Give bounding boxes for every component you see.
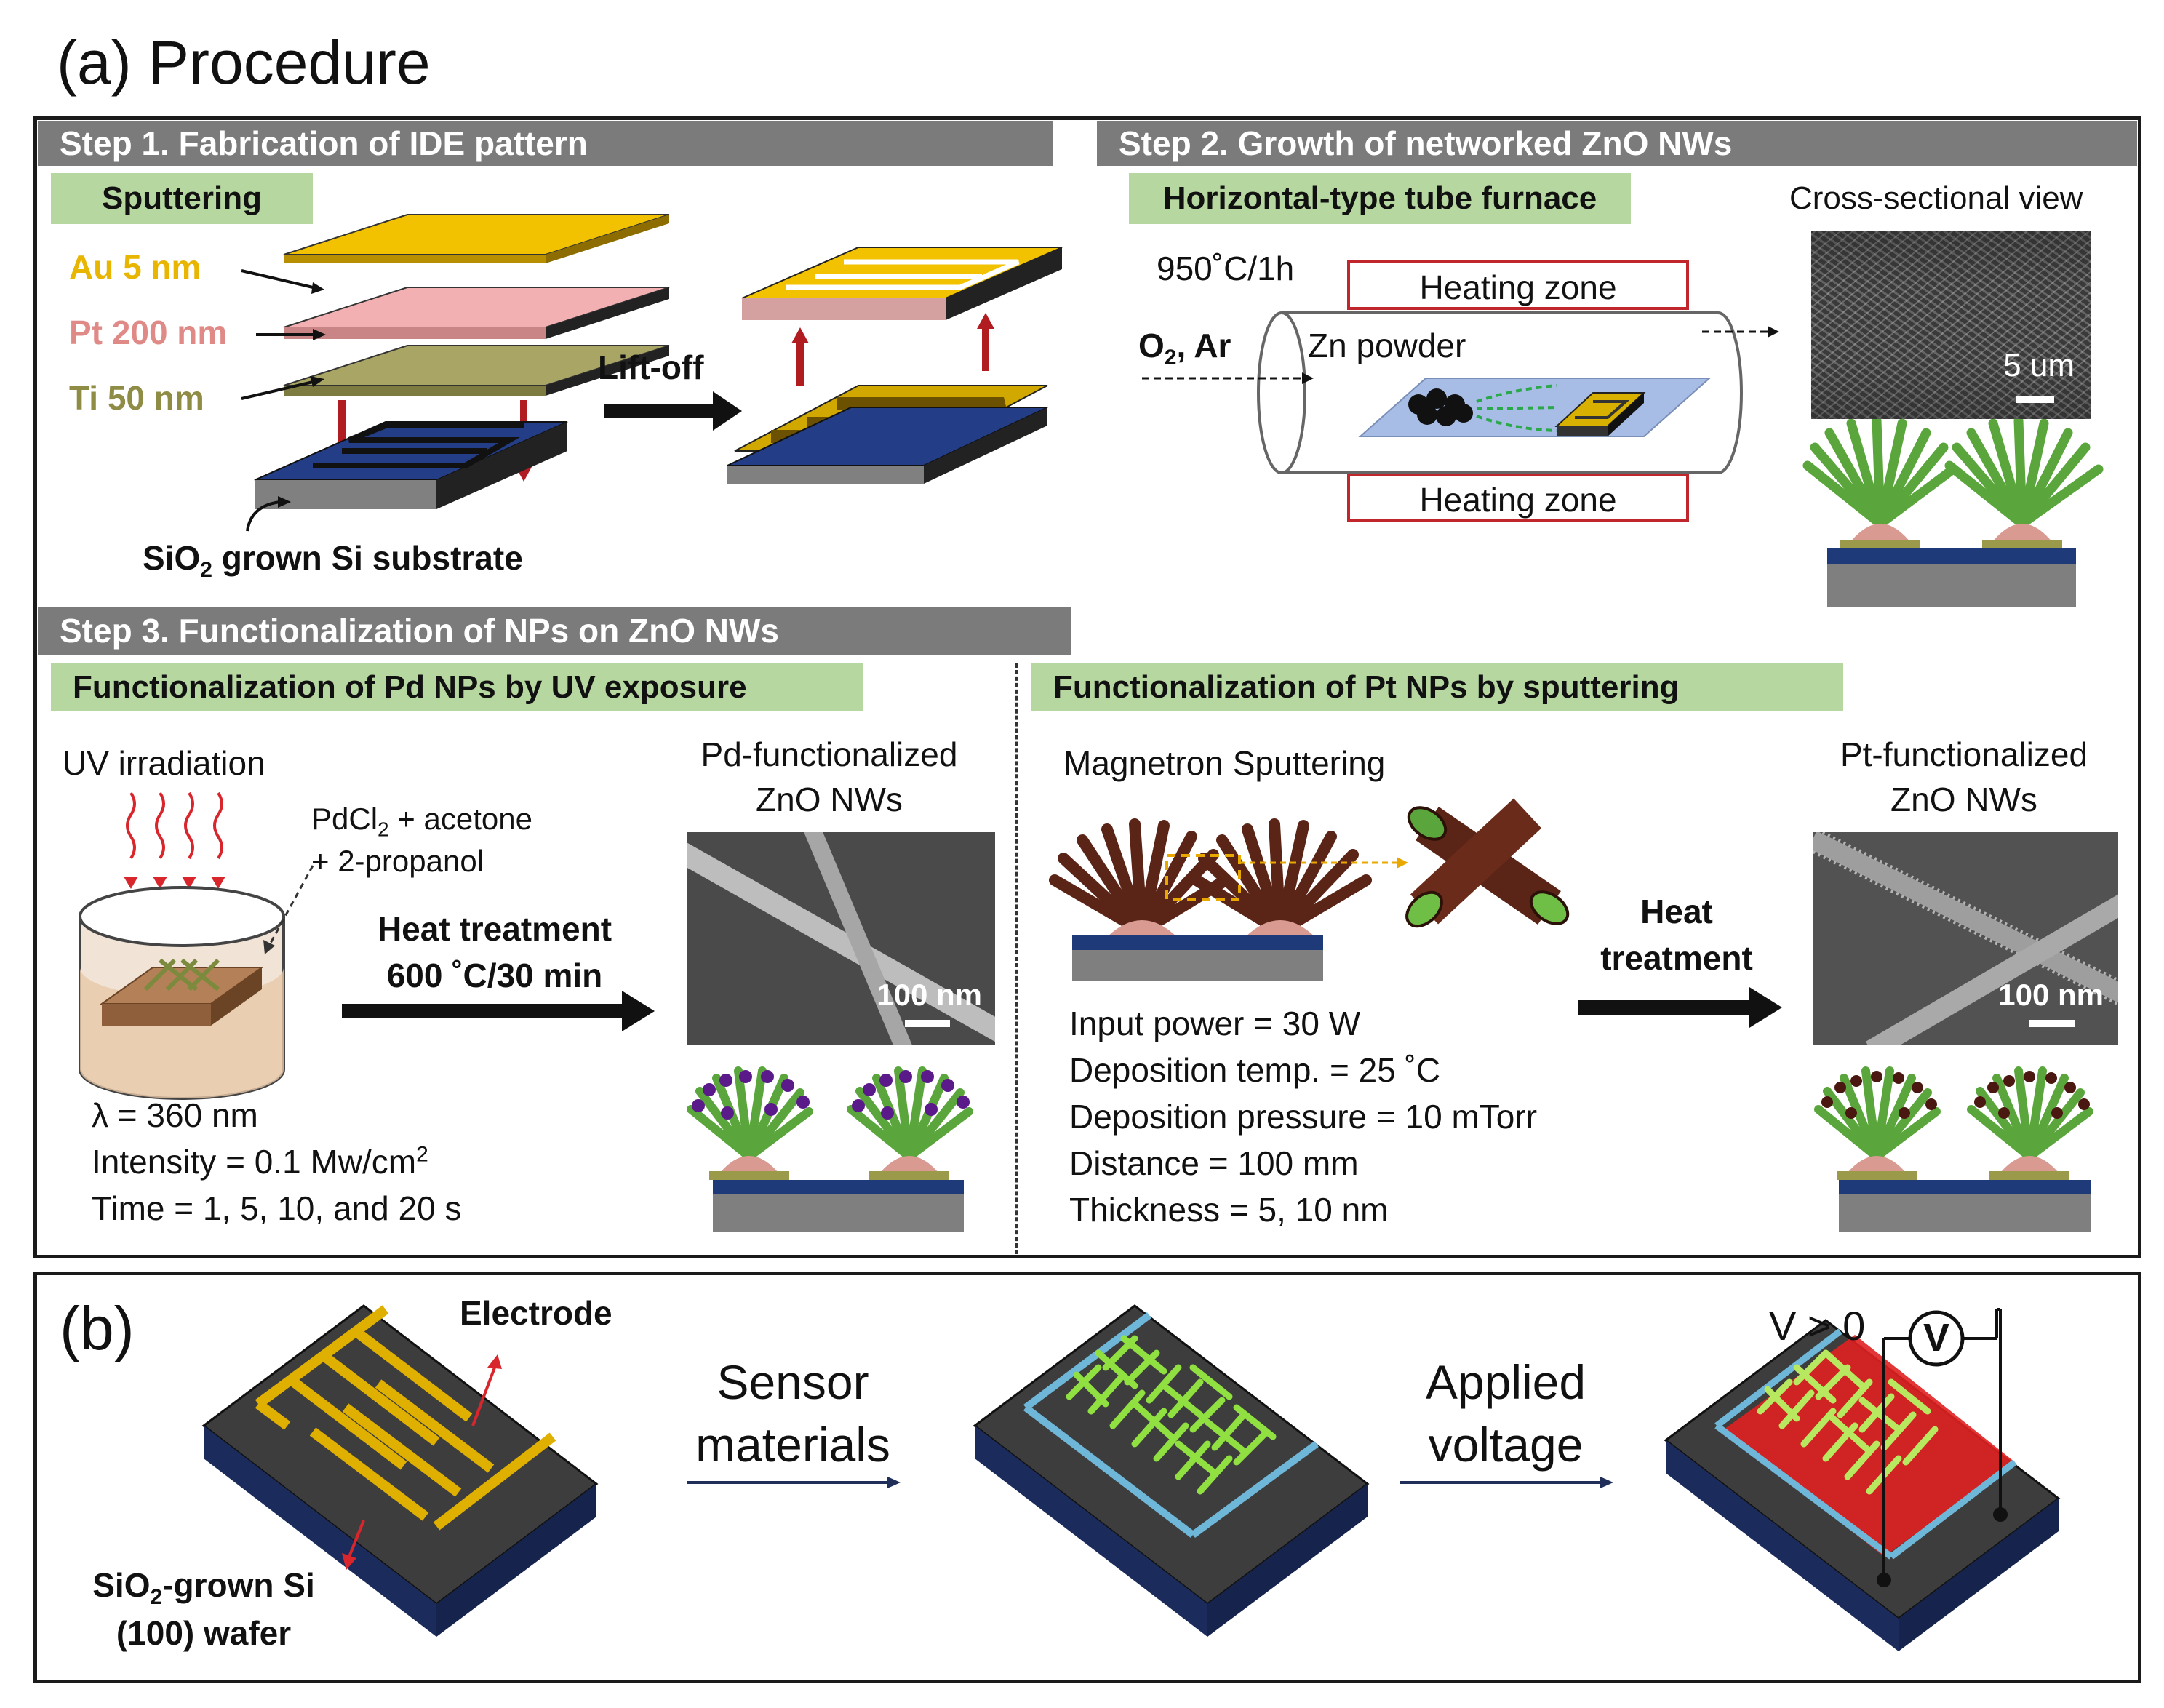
cross-section-sem-image: 5 um xyxy=(1811,231,2091,419)
uv-beaker-illustration xyxy=(79,791,655,1100)
panel-b-title: (b) xyxy=(60,1294,135,1362)
pt-param-pressure: Deposition pressure = 10 mTorr xyxy=(1069,1098,1538,1136)
pd-param-intensity: Intensity = 0.1 Mw/cm2 xyxy=(92,1142,428,1181)
uv-irradiation-label: UV irradiation xyxy=(63,744,265,782)
pt-heat-line2: treatment xyxy=(1600,939,1753,977)
gas-label: O2, Ar xyxy=(1138,327,1231,370)
zn-powder-label: Zn powder xyxy=(1308,327,1466,364)
substrate-label: SiO2 grown Si substrate xyxy=(143,539,523,583)
pd-result-line1: Pd-functionalized xyxy=(700,735,958,773)
furnace-condition: 950˚C/1h xyxy=(1157,250,1295,287)
wafer-label-line1: SiO2-grown Si xyxy=(92,1566,315,1610)
pd-param-lambda: λ = 360 nm xyxy=(92,1096,258,1134)
pd-solution-line1: PdCl2 + acetone xyxy=(311,802,532,841)
pt-result-line2: ZnO NWs xyxy=(1890,781,2037,818)
pt-sem-image: 100 nm xyxy=(1813,832,2118,1045)
voltage-condition-label: V > 0 xyxy=(1769,1303,1866,1349)
step1-header: Step 1. Fabrication of IDE pattern xyxy=(38,121,1053,166)
arrow2-label-line2: voltage xyxy=(1428,1418,1584,1472)
heating-zone-top: Heating zone xyxy=(1347,260,1689,310)
device3-nanowires xyxy=(1757,1349,1939,1495)
arrow1-label-line1: Sensor xyxy=(716,1355,869,1409)
pd-result-line2: ZnO NWs xyxy=(756,781,903,818)
zno-nanowire-schematic xyxy=(1802,415,2104,529)
cross-section-label: Cross-sectional view xyxy=(1789,180,2083,216)
crossed-nanowire-rods xyxy=(1405,798,1570,928)
cross-section-scale-bar xyxy=(2016,396,2054,403)
pt-sem-scale-bar xyxy=(2029,1020,2075,1027)
pt-param-distance: Distance = 100 mm xyxy=(1069,1144,1359,1182)
voltmeter-symbol: V xyxy=(1923,1316,1950,1360)
magnetron-illustration xyxy=(1049,798,2093,1232)
arrow1-label-line2: materials xyxy=(695,1418,890,1472)
au-layer-label: Au 5 nm xyxy=(69,248,201,286)
pd-sem-scale-bar xyxy=(905,1020,950,1027)
tube-furnace-illustration xyxy=(1142,311,2104,607)
tube-furnace-label: Horizontal-type tube furnace xyxy=(1129,173,1631,224)
magnetron-label: Magnetron Sputtering xyxy=(1063,744,1386,782)
pt-heat-line1: Heat xyxy=(1640,893,1713,930)
step1-layer-stack-illustration xyxy=(241,214,1063,532)
panel-b-frame xyxy=(33,1272,2141,1683)
pt-method-label: Functionalization of Pt NPs by sputterin… xyxy=(1031,663,1843,711)
panel-a-title: (a) Procedure xyxy=(57,28,431,97)
device2-nanowires xyxy=(1066,1335,1277,1495)
pt-param-temp: Deposition temp. = 25 ˚C xyxy=(1069,1051,1441,1089)
pd-param-time: Time = 1, 5, 10, and 20 s xyxy=(92,1189,462,1227)
pt-param-power: Input power = 30 W xyxy=(1069,1005,1361,1042)
pd-sem-scale-label: 100 nm xyxy=(877,978,982,1012)
wafer-label-line2: (100) wafer xyxy=(116,1614,292,1652)
cross-section-scale-label: 5 um xyxy=(2003,348,2075,383)
pd-heat-line1: Heat treatment xyxy=(377,910,612,948)
pd-sem-image: 100 nm xyxy=(687,832,995,1045)
pd-heat-line2: 600 ˚C/30 min xyxy=(386,957,603,994)
pd-np-schematic xyxy=(687,1066,973,1232)
pt-param-thickness: Thickness = 5, 10 nm xyxy=(1069,1191,1389,1229)
sputtering-label: Sputtering xyxy=(51,173,313,224)
heated-region xyxy=(1724,1335,2015,1557)
heating-zone-bottom: Heating zone xyxy=(1347,473,1689,522)
step3-divider xyxy=(1015,663,1018,1254)
pd-method-label: Functionalization of Pd NPs by UV exposu… xyxy=(51,663,863,711)
pt-layer-label: Pt 200 nm xyxy=(69,314,228,351)
arrow2-label-line1: Applied xyxy=(1425,1355,1586,1409)
pd-solution-line2: + 2-propanol xyxy=(311,844,484,878)
panel-a-frame xyxy=(33,116,2141,1258)
pt-result-line1: Pt-functionalized xyxy=(1840,735,2088,773)
pt-sem-scale-label: 100 nm xyxy=(1998,978,2104,1012)
step3-header: Step 3. Functionalization of NPs on ZnO … xyxy=(38,607,1071,655)
lift-off-label: Lift-off xyxy=(598,348,704,386)
electrode-label: Electrode xyxy=(460,1294,612,1332)
step2-header: Step 2. Growth of networked ZnO NWs xyxy=(1097,121,2137,166)
ti-layer-label: Ti 50 nm xyxy=(69,379,204,417)
zn-powder-pile xyxy=(1408,388,1473,426)
